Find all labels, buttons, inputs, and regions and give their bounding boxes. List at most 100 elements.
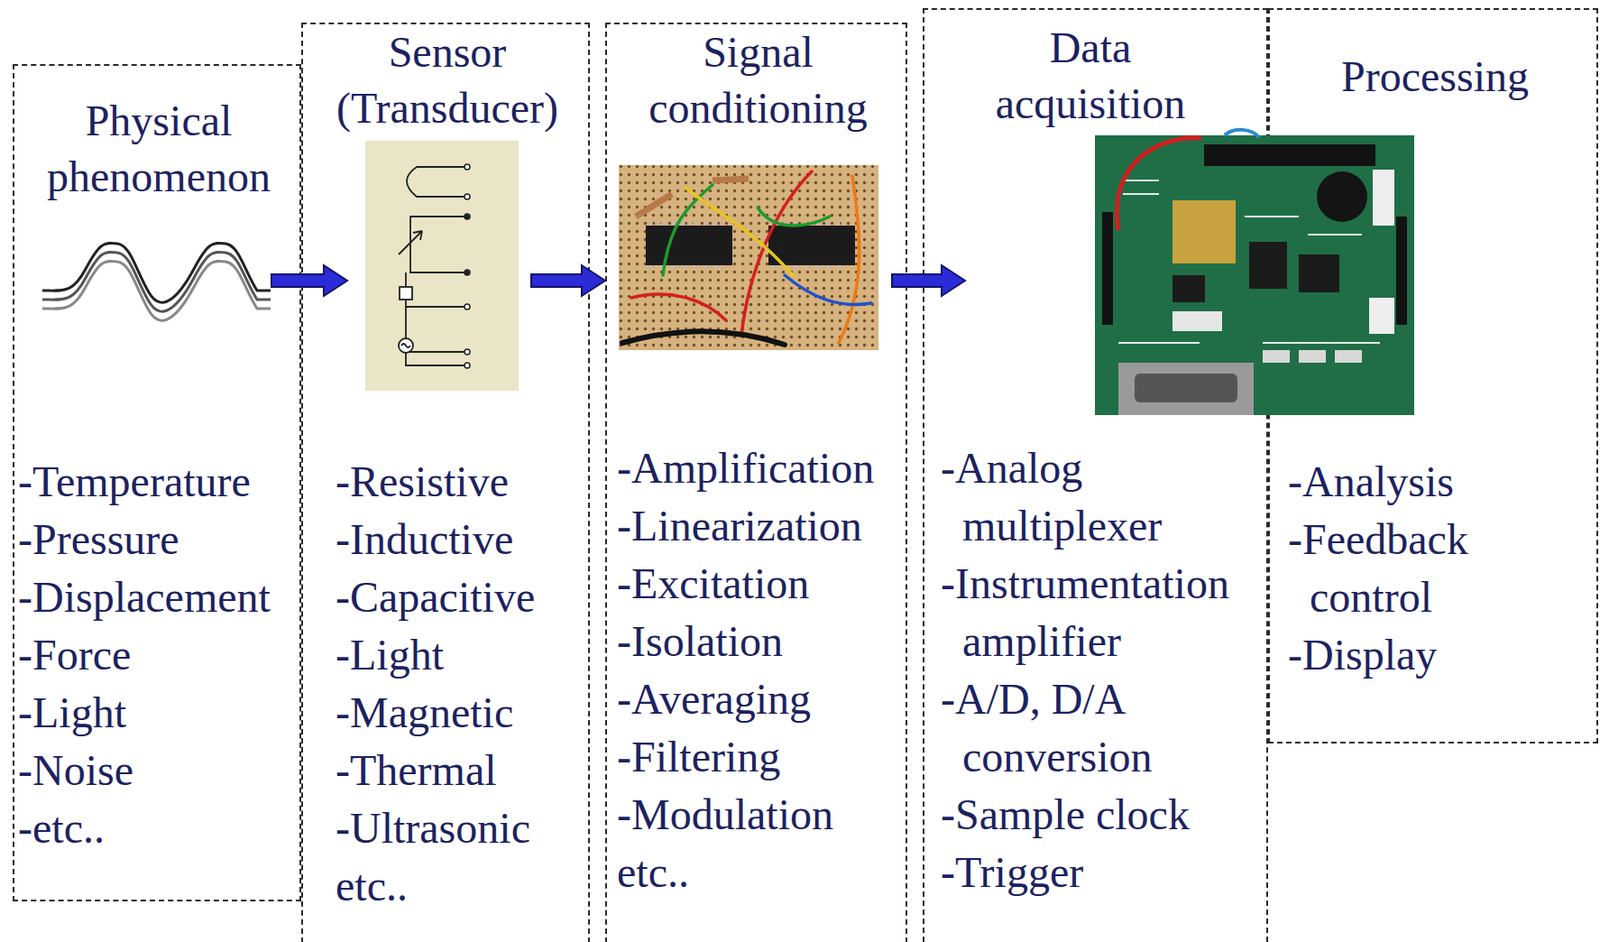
- stage-box: Processing -Analysis-Feedback control-Dis…: [1268, 8, 1599, 744]
- terminal: [464, 164, 470, 170]
- button: [1334, 349, 1362, 363]
- item-list: -Amplification-Linearization-Excitation-…: [616, 439, 906, 902]
- list-item: -Displacement: [18, 568, 300, 626]
- symbol-panel: [365, 140, 519, 391]
- title-wrap: Signal conditioning: [606, 24, 910, 137]
- pcb: [1094, 135, 1415, 415]
- chip: [1298, 254, 1340, 293]
- list-item: -Noise: [18, 741, 300, 800]
- list-item: -Inductive: [335, 510, 589, 569]
- wire: [662, 184, 713, 276]
- source-wave: [401, 343, 411, 348]
- list-item: -Temperature: [18, 452, 300, 511]
- square-lead: [404, 272, 407, 307]
- list-item: -Ultrasonic: [335, 799, 589, 857]
- column-title: Sensor (Transducer): [303, 24, 592, 137]
- item-list: -Analog multiplexer-Instrumentation ampl…: [940, 439, 1266, 902]
- list-item: -Sample clock: [940, 785, 1266, 844]
- source-symbol: [405, 351, 465, 366]
- chip: [1172, 275, 1205, 303]
- list-item: -Trigger: [940, 843, 1266, 902]
- connector: [1372, 169, 1395, 226]
- list-item: -Feedback control: [1287, 510, 1559, 626]
- silkscreen: [1118, 180, 1380, 343]
- wave-line: [42, 260, 271, 321]
- wire: [838, 175, 860, 343]
- list-item: -Linearization: [616, 496, 906, 555]
- list-item: -Filtering: [616, 727, 906, 786]
- breadboard-photo: [618, 165, 879, 350]
- terminal: [464, 213, 470, 220]
- terminal: [464, 193, 470, 200]
- pin-header: [1396, 216, 1407, 325]
- connector: [1172, 311, 1223, 332]
- buzzer: [1316, 171, 1368, 222]
- blue-wire: [1224, 129, 1260, 138]
- variable-arrow: [398, 230, 423, 255]
- list-item: -Analog multiplexer: [940, 439, 1266, 555]
- terminal: [464, 362, 470, 368]
- thermocouple-symbol: [406, 166, 465, 197]
- waveform-icon: [42, 242, 271, 321]
- list-item: -Averaging: [616, 670, 906, 728]
- list-item: -Resistive: [335, 452, 589, 511]
- chip: [1249, 241, 1288, 289]
- wire: [631, 294, 727, 321]
- sensor-symbols: [365, 140, 519, 391]
- wire: [741, 171, 812, 336]
- terminal: [464, 349, 470, 355]
- terminal: [464, 303, 470, 310]
- list-item: -Excitation: [616, 554, 906, 613]
- stage-box: Signal conditioning -Amplification-Linear…: [605, 22, 908, 942]
- list-item: -Capacitive: [335, 568, 589, 626]
- list-item: -Light: [18, 683, 300, 742]
- ic-chip: [768, 225, 856, 266]
- item-list: -Temperature-Pressure-Displacement-Force…: [18, 452, 300, 857]
- source-circle: [398, 338, 414, 353]
- pin-header: [1102, 211, 1113, 325]
- column-title: Signal conditioning: [606, 24, 910, 137]
- title-wrap: Sensor (Transducer): [303, 24, 592, 137]
- connector: [1369, 297, 1395, 334]
- column-title: Data acquisition: [964, 19, 1217, 132]
- perfboard: [618, 165, 879, 350]
- db9-connector: [1118, 362, 1254, 415]
- stage-box: Physical phenomenon -Temperature-Pressure…: [12, 64, 302, 902]
- wave-line: [42, 251, 271, 312]
- resistor: [635, 193, 672, 217]
- item-list: -Analysis-Feedback control-Display: [1287, 452, 1559, 684]
- stage-box: Sensor (Transducer)-Resistive-Inductive-…: [301, 22, 590, 942]
- title-wrap: Processing: [1269, 48, 1600, 105]
- red-wire: [1116, 137, 1202, 230]
- wire: [685, 187, 794, 276]
- list-item: -Pressure: [18, 510, 300, 569]
- column-title: Physical phenomenon: [14, 92, 304, 205]
- flow-arrow: [271, 265, 348, 296]
- pcb-photo: [1094, 129, 1415, 415]
- ic-pins: [651, 221, 839, 269]
- list-item: -Modulation: [616, 785, 906, 844]
- list-item: -Light: [335, 625, 589, 684]
- pin-header: [1204, 144, 1376, 166]
- list-item: -Force: [18, 625, 300, 684]
- list-item: -A/D, D/A conversion: [940, 670, 1266, 786]
- list-item: -etc..: [18, 799, 300, 857]
- button: [1262, 349, 1290, 363]
- list-item: etc..: [616, 843, 906, 902]
- wave-line: [42, 242, 271, 303]
- element-symbol: [405, 306, 465, 352]
- stage-box: Data acquisition -Analog multiplexer-Inst…: [922, 8, 1269, 942]
- ic-chip: [645, 225, 733, 266]
- wire: [784, 275, 872, 305]
- title-wrap: Data acquisition: [964, 19, 1217, 132]
- list-item: -Thermal: [335, 741, 589, 800]
- variable-resistor-symbol: [410, 216, 465, 273]
- square-element: [399, 286, 413, 300]
- resistor: [712, 178, 749, 181]
- list-item: etc..: [335, 856, 589, 915]
- column-title: Processing: [1269, 48, 1600, 105]
- wire: [757, 207, 830, 226]
- wire: [622, 331, 785, 345]
- item-list: -Resistive-Inductive-Capacitive-Light-Ma…: [335, 452, 589, 915]
